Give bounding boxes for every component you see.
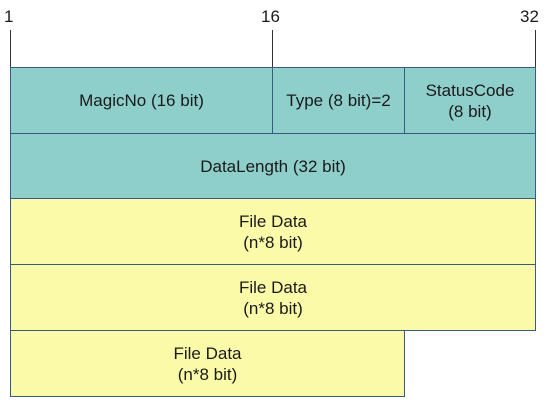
ruler-tick-1 (10, 30, 11, 68)
data-length-label: DataLength (32 bit) (200, 156, 346, 176)
ruler-label-1: 1 (4, 7, 14, 26)
file-data-row-3: File Data (n*8 bit) (10, 330, 405, 397)
type-field: Type (8 bit)=2 (272, 67, 405, 134)
status-code-label: StatusCode (8 bit) (425, 80, 515, 121)
file-data-label-2: File Data (n*8 bit) (238, 277, 308, 318)
ruler-label-16: 16 (261, 7, 280, 26)
status-code-field: StatusCode (8 bit) (404, 67, 536, 134)
file-data-row-1: File Data (n*8 bit) (10, 198, 536, 265)
file-data-label-1: File Data (n*8 bit) (238, 211, 308, 252)
ruler-tick-32 (535, 30, 536, 68)
type-label: Type (8 bit)=2 (286, 91, 391, 110)
ruler-label-32: 32 (520, 7, 539, 26)
magic-no-field: MagicNo (16 bit) (10, 67, 273, 134)
file-data-row-2: File Data (n*8 bit) (10, 264, 536, 331)
magic-no-label: MagicNo (16 bit) (79, 91, 204, 110)
file-data-label-3: File Data (n*8 bit) (173, 343, 242, 384)
data-length-field: DataLength (32 bit) (10, 133, 536, 199)
ruler-tick-16 (272, 30, 273, 68)
